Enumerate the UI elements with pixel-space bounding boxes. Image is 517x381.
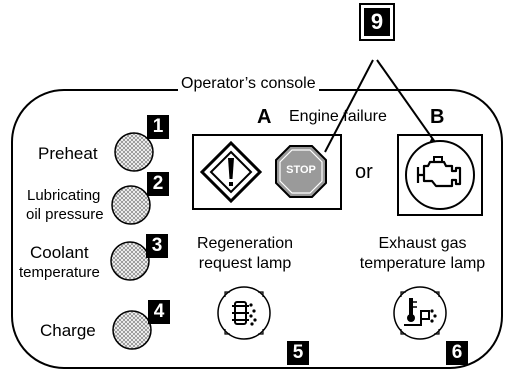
callout-leader-lines [324, 59, 438, 153]
badge-3: 3 [146, 234, 168, 258]
oil-pressure-lamp [111, 185, 151, 225]
charge-lamp [112, 310, 152, 350]
option-a-label: A [257, 106, 272, 128]
coolant-label-line1: Coolant [30, 243, 89, 262]
exhaust-label-line2: temperature lamp [359, 255, 486, 272]
stop-sign-text: STOP [286, 164, 316, 176]
callout-9-badge: 9 [359, 3, 395, 41]
engine-failure-label: Engine failure [289, 108, 387, 125]
lubricating-label-line1: Lubricating [27, 187, 101, 204]
badge-4: 4 [148, 300, 170, 324]
engine-check-icon [405, 140, 475, 210]
preheat-lamp [114, 132, 154, 172]
coolant-temperature-lamp [110, 241, 150, 281]
exhaust-label-line1: Exhaust gas [378, 235, 467, 252]
regeneration-icon [217, 286, 271, 340]
or-text: or [355, 161, 373, 183]
coolant-label-line2: temperature [19, 264, 100, 281]
warning-diamond-icon [199, 140, 263, 204]
exhaust-temperature-icon [393, 286, 447, 340]
preheat-label: Preheat [38, 144, 98, 163]
option-b-label: B [430, 106, 445, 128]
stop-octagon-icon [275, 145, 327, 198]
engine-failure-box-a [192, 134, 342, 210]
engine-failure-box-b [397, 134, 483, 216]
console-title: Operator’s console [178, 76, 319, 92]
regeneration-label-line1: Regeneration [196, 235, 294, 252]
badge-5: 5 [287, 341, 309, 365]
badge-2: 2 [147, 172, 169, 196]
badge-1: 1 [147, 115, 169, 139]
left-lamp-circles [110, 132, 154, 350]
badge-6: 6 [446, 341, 468, 365]
charge-label: Charge [40, 321, 96, 340]
lubricating-label-line2: oil pressure [26, 206, 104, 223]
regeneration-label-line2: request lamp [198, 255, 292, 272]
